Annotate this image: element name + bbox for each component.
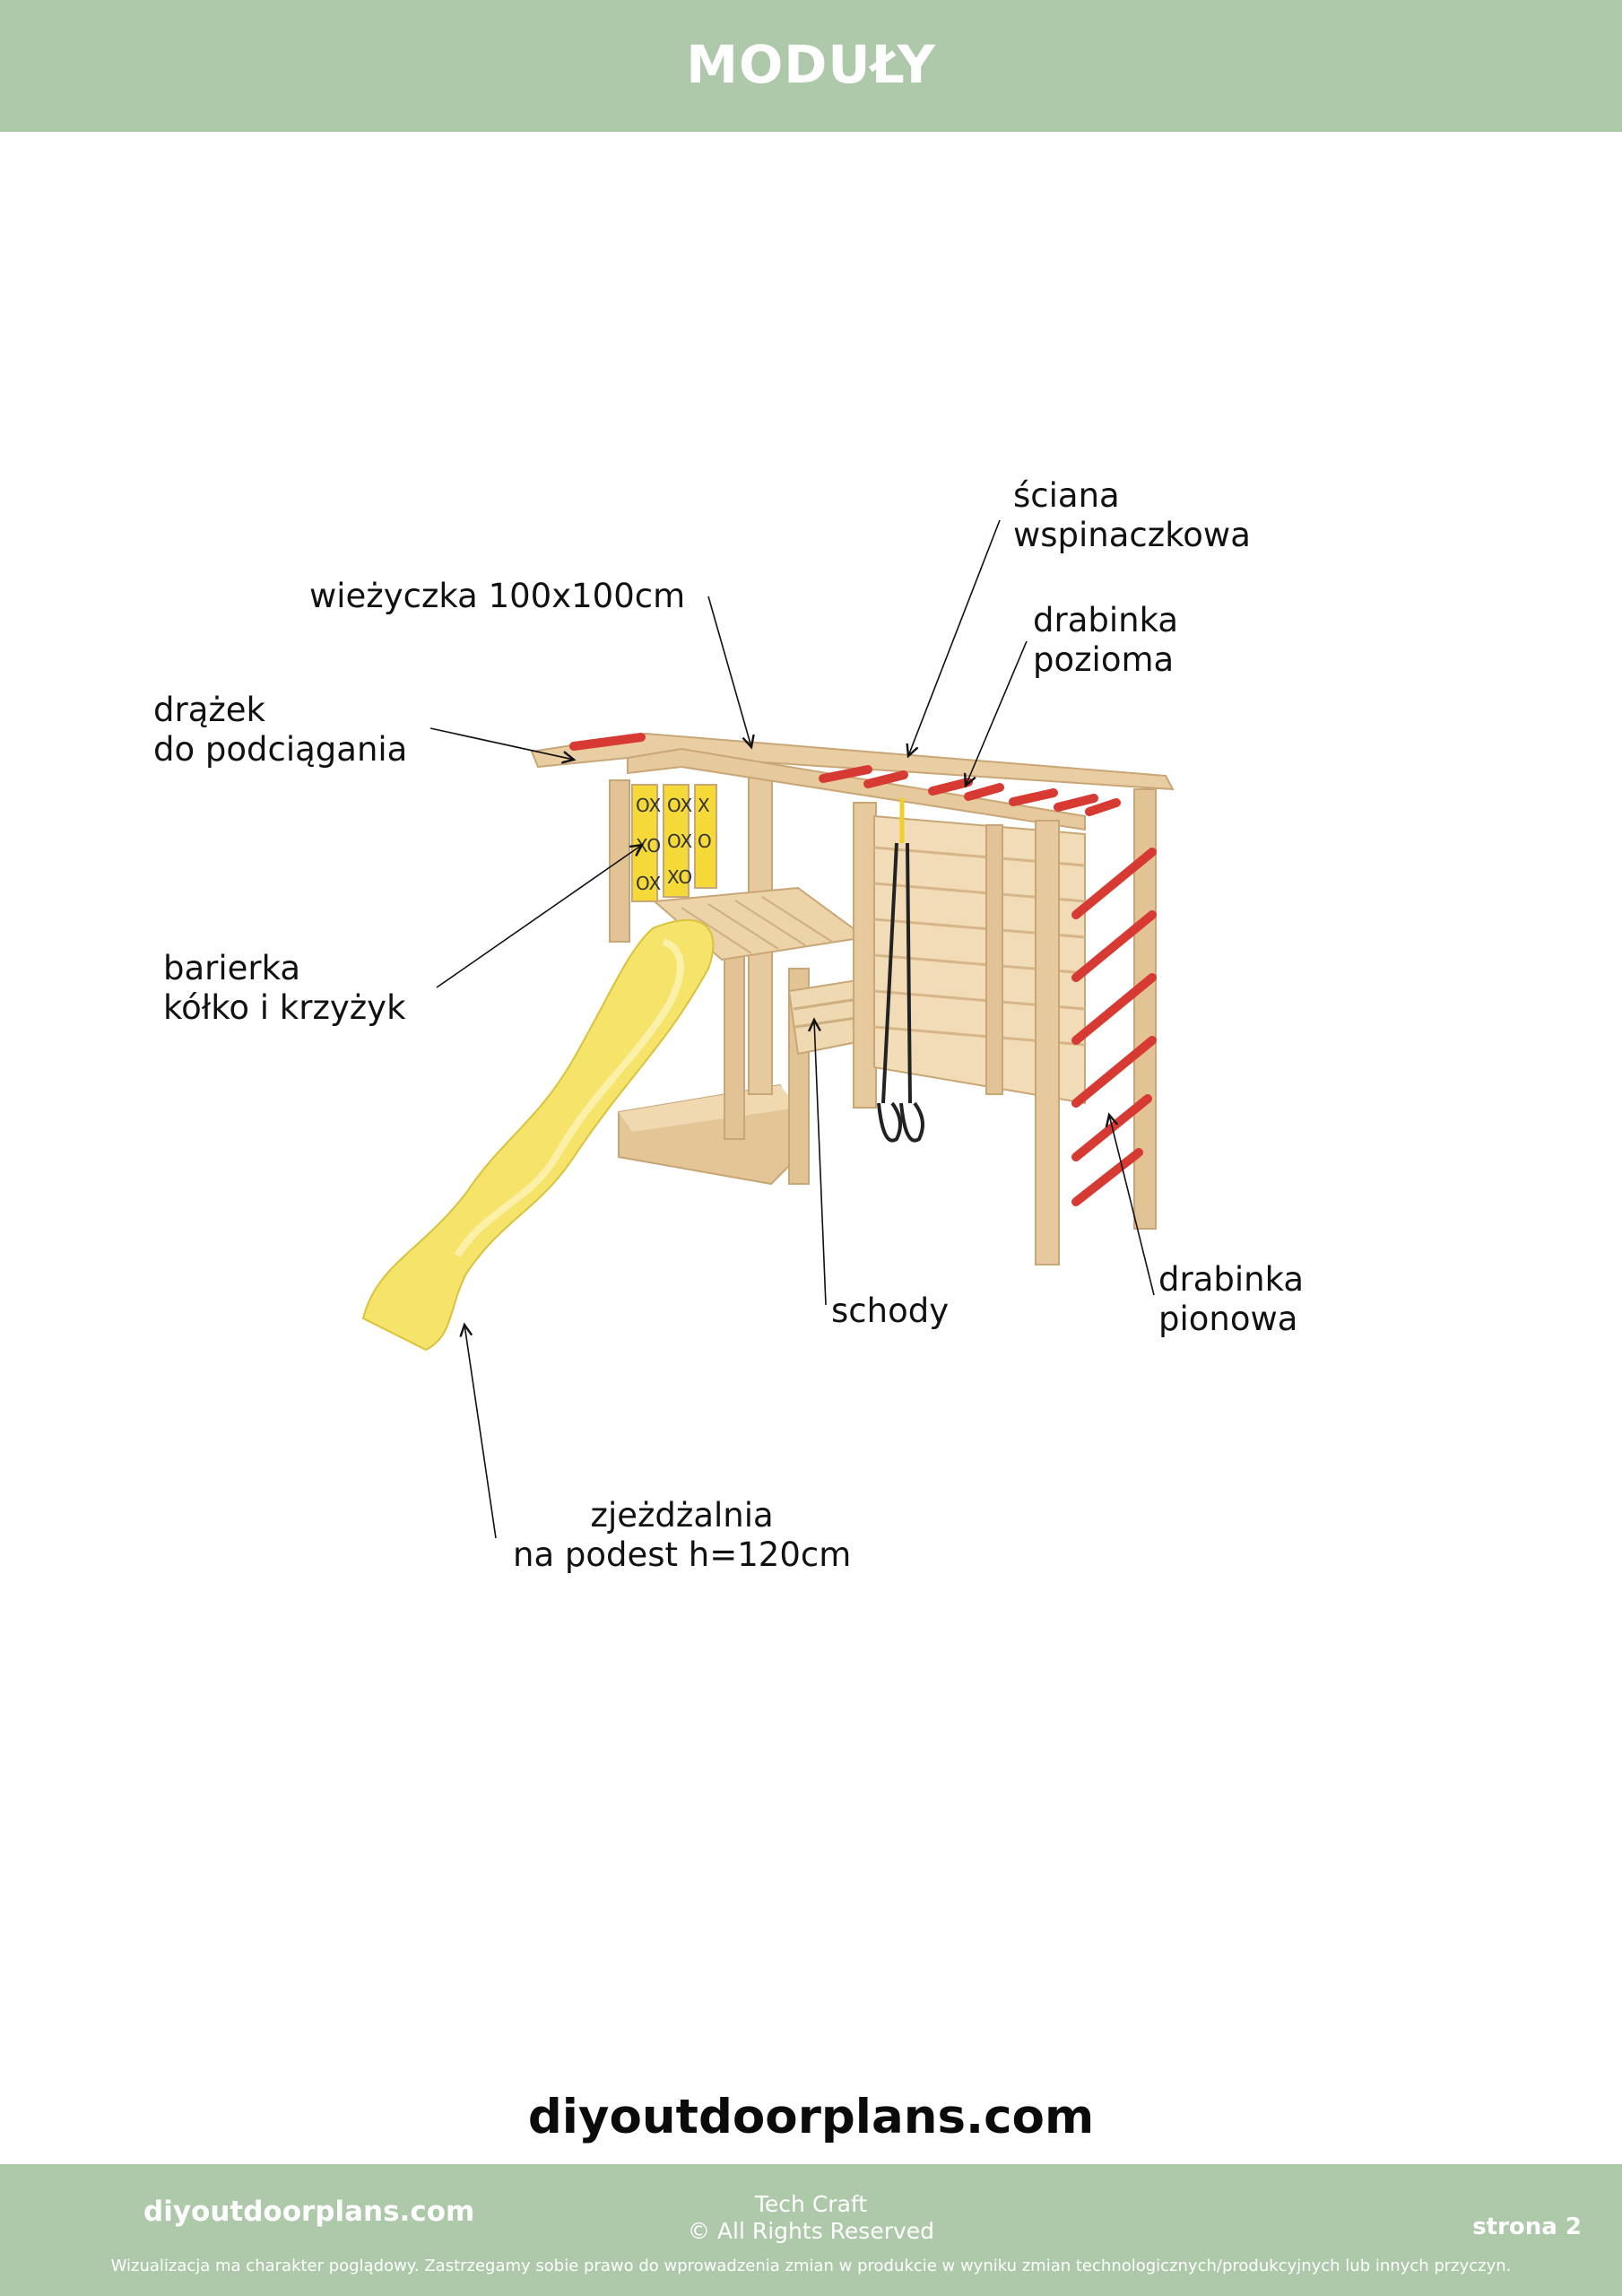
- footer-site: diyoutdoorplans.com: [143, 2196, 475, 2228]
- svg-text:OX: OX: [636, 795, 661, 816]
- svg-text:OX: OX: [667, 831, 692, 852]
- svg-text:XO: XO: [667, 866, 692, 888]
- page-footer: diyoutdoorplans.com Tech Craft© All Righ…: [0, 2164, 1622, 2296]
- top-beams: [530, 732, 1175, 831]
- site-title: diyoutdoorplans.com: [527, 2090, 1095, 2144]
- page-number: strona 2: [1472, 2213, 1582, 2240]
- svg-text:O: O: [698, 831, 712, 852]
- slide: [361, 918, 715, 1352]
- footer-copyright: Tech Craft© All Rights Reserved: [687, 2191, 935, 2244]
- sandbox: [618, 1083, 809, 1186]
- label-schody: schody: [831, 1292, 950, 1330]
- page-title: MODUŁY: [686, 34, 936, 95]
- page-header: MODUŁY: [0, 0, 1622, 132]
- label-wiezyczka: wieżyczka 100x100cm: [309, 577, 686, 615]
- playground-illustration: OX OX XO OX OX XO X O: [361, 519, 1175, 1539]
- svg-text:OX: OX: [667, 795, 692, 816]
- climbing-wall: [853, 788, 1157, 1265]
- svg-text:OX: OX: [636, 873, 661, 894]
- svg-text:X: X: [698, 795, 710, 816]
- footer-disclaimer: Wizualizacja ma charakter poglądowy. Zas…: [110, 2257, 1512, 2275]
